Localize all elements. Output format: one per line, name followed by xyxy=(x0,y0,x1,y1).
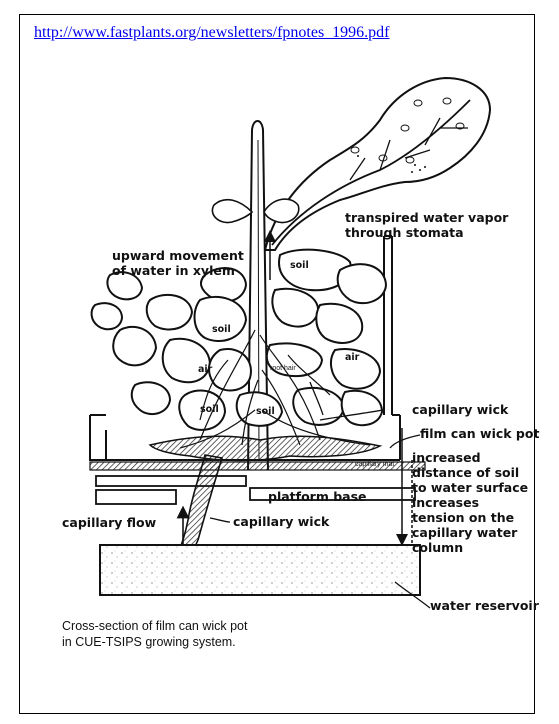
film-can-walls xyxy=(384,236,392,415)
label-soil: soil xyxy=(256,406,275,417)
label-transpired-2: through stomata xyxy=(345,225,464,240)
label-platform-base: platform base xyxy=(268,489,367,504)
label-upward-1: upward movement xyxy=(112,248,244,263)
label-soil: soil xyxy=(212,324,231,335)
root-mass xyxy=(150,436,380,460)
svg-text:capillary mat: capillary mat xyxy=(355,461,394,468)
label-capillary-wick-upper: capillary wick xyxy=(412,402,509,417)
label-soil: soil xyxy=(200,404,219,415)
label-increased-3: to water surface xyxy=(412,480,528,495)
caption-line-2: in CUE-TSIPS growing system. xyxy=(62,635,236,649)
platform-base xyxy=(96,476,415,504)
water-reservoir xyxy=(100,545,420,595)
label-film-can: film can wick pot xyxy=(420,426,539,441)
label-water-reservoir: water reservoir xyxy=(430,598,540,613)
label-increased-2: distance of soil xyxy=(412,465,519,480)
label-transpired-1: transpired water vapor xyxy=(345,210,509,225)
label-air: air xyxy=(198,364,213,375)
capillary-mat: capillary mat xyxy=(90,461,425,470)
label-capillary-wick-lower: capillary wick xyxy=(233,514,330,529)
label-upward-2: of water in xylem xyxy=(112,263,235,278)
label-increased-6: capillary water xyxy=(412,525,518,540)
label-capillary-flow: capillary flow xyxy=(62,515,157,530)
label-increased-4: increases xyxy=(412,495,479,510)
label-increased-7: column xyxy=(412,540,463,555)
label-soil: soil xyxy=(290,260,309,271)
label-increased-1: increased xyxy=(412,450,481,465)
label-increased-5: tension on the xyxy=(412,510,514,525)
caption-line-1: Cross-section of film can wick pot xyxy=(62,619,248,633)
distance-arrow xyxy=(402,428,412,545)
label-root-hair: root hair xyxy=(270,365,296,372)
label-air: air xyxy=(345,352,360,363)
